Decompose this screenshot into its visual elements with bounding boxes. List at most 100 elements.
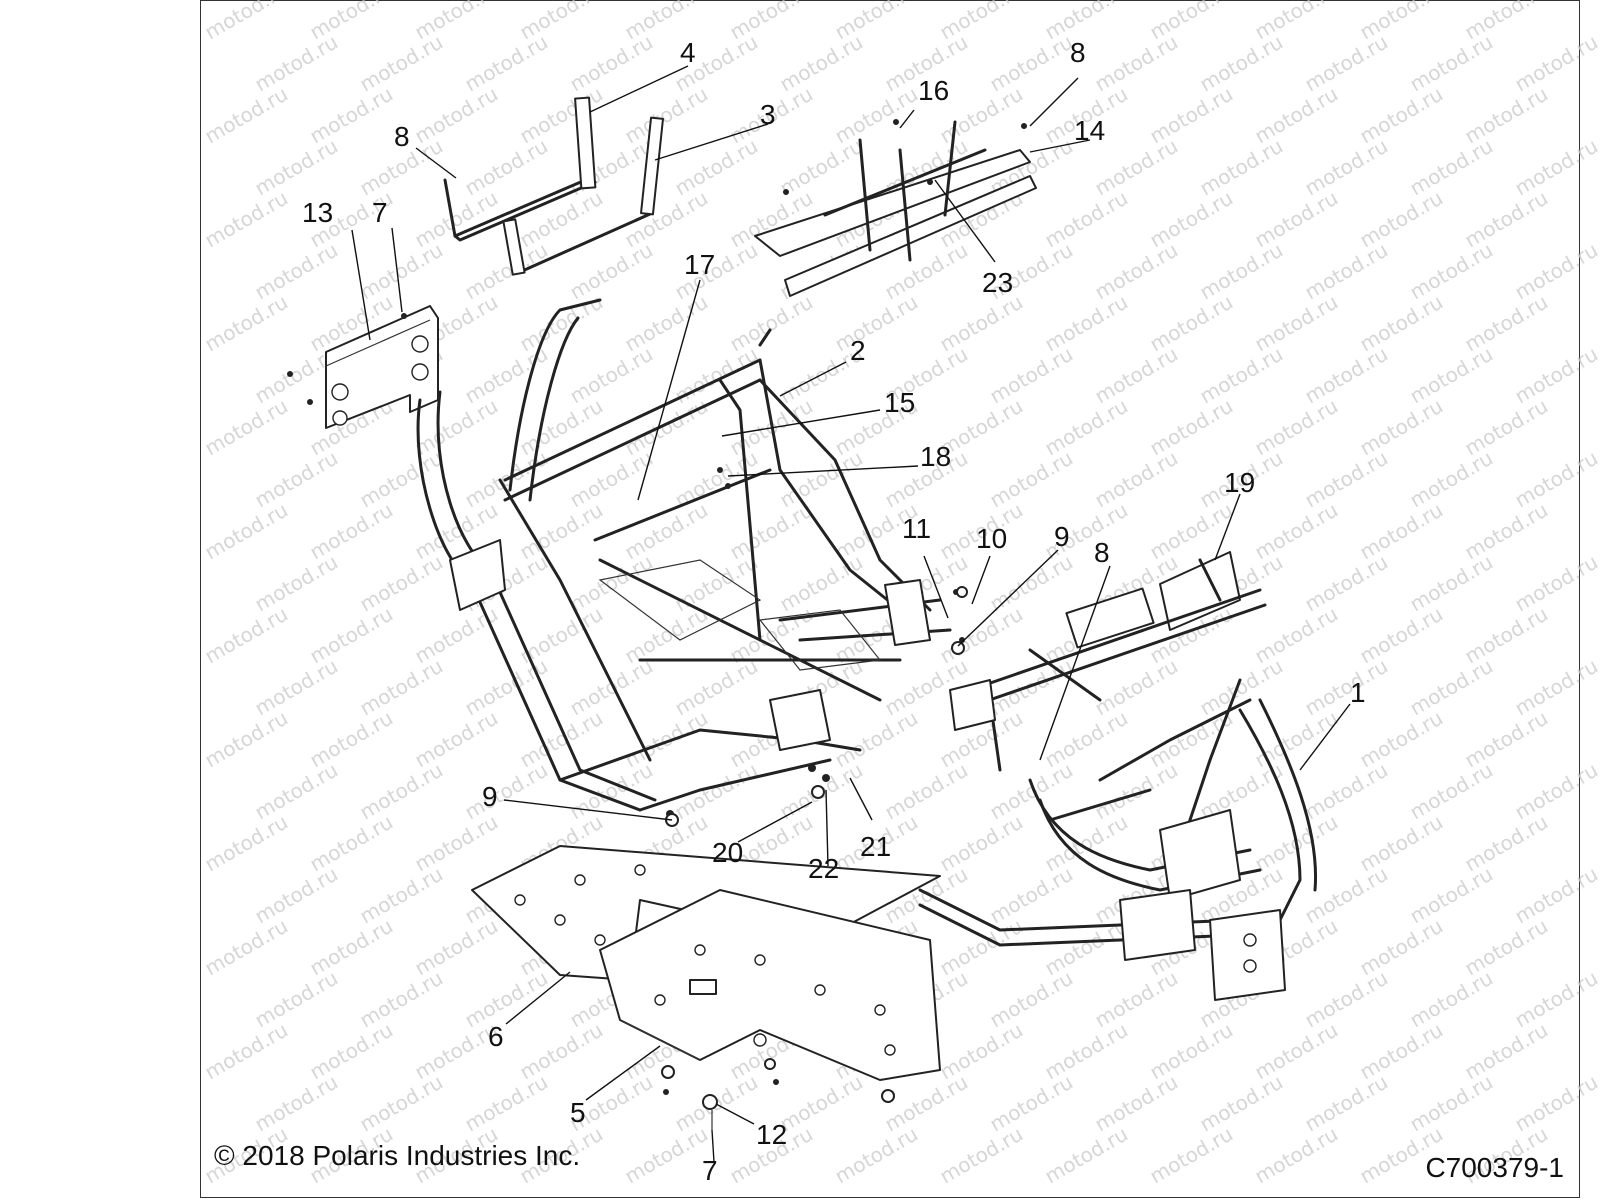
watermark-text: motod.ru: [461, 966, 552, 1033]
watermark-text: motod.ru: [1301, 758, 1392, 825]
watermark-text: motod.ru: [831, 706, 922, 773]
watermark-text: motod.ru: [776, 550, 867, 617]
watermark-text: motod.ru: [1406, 134, 1497, 201]
watermark-text: motod.ru: [1461, 810, 1552, 877]
watermark-text: motod.ru: [251, 862, 342, 929]
watermark-text: motod.ru: [356, 1070, 447, 1137]
watermark-text: motod.ru: [936, 602, 1027, 669]
watermark-text: motod.ru: [356, 862, 447, 929]
callout-8: 8: [394, 121, 410, 152]
watermark-text: motod.ru: [621, 706, 712, 773]
watermark-text: motod.ru: [1091, 654, 1182, 721]
watermark-text: motod.ru: [1146, 82, 1237, 149]
watermark-text: motod.ru: [356, 30, 447, 97]
watermark-text: motod.ru: [201, 706, 292, 773]
watermark-text: motod.ru: [986, 446, 1077, 513]
watermark-text: motod.ru: [936, 1018, 1027, 1085]
watermark-text: motod.ru: [1356, 810, 1447, 877]
watermark-text: motod.ru: [986, 862, 1077, 929]
watermark-text: motod.ru: [1301, 238, 1392, 305]
watermark-text: motod.ru: [1091, 966, 1182, 1033]
watermark-text: motod.ru: [1146, 1122, 1237, 1189]
watermark-text: motod.ru: [986, 342, 1077, 409]
watermark-text: motod.ru: [1356, 186, 1447, 253]
watermark-text: motod.ru: [1461, 1018, 1552, 1085]
hardware-fasteners: [661, 586, 968, 1130]
watermark-text: motod.ru: [1301, 966, 1392, 1033]
watermark-text: motod.ru: [621, 498, 712, 565]
watermark-text: motod.ru: [671, 758, 762, 825]
watermark-text: motod.ru: [831, 290, 922, 357]
callout-11: 11: [902, 513, 931, 544]
watermark-text: motod.ru: [356, 550, 447, 617]
watermark-text: motod.ru: [1461, 914, 1552, 981]
watermark-text: motod.ru: [251, 550, 342, 617]
watermark-text: motod.ru: [461, 238, 552, 305]
callout-14: 14: [1074, 115, 1105, 146]
watermark-text: motod.ru: [461, 758, 552, 825]
watermark-text: motod.ru: [306, 602, 397, 669]
watermark-text: motod.ru: [1146, 706, 1237, 773]
watermark-text: motod.ru: [936, 914, 1027, 981]
watermark-text: motod.ru: [1041, 1018, 1132, 1085]
watermark-text: motod.ru: [1196, 30, 1287, 97]
callout-8: 8: [1070, 37, 1086, 68]
watermark-text: motod.ru: [306, 914, 397, 981]
watermark-text: motod.ru: [776, 1070, 867, 1137]
watermark-text: motod.ru: [1041, 706, 1132, 773]
watermark-text: motod.ru: [566, 342, 657, 409]
watermark-text: motod.ru: [1301, 134, 1392, 201]
watermark-text: motod.ru: [411, 82, 502, 149]
callout-labels: 4 3 8 16 14 8 13 7 17 23 2 15 18 19 11 1…: [302, 37, 1366, 1186]
watermark-text: motod.ru: [1511, 134, 1600, 201]
callout-17: 17: [684, 249, 715, 280]
watermark-text: motod.ru: [1461, 706, 1552, 773]
watermark-text: motod.ru: [306, 82, 397, 149]
watermark-text: motod.ru: [306, 498, 397, 565]
watermark-text: motod.ru: [1461, 498, 1552, 565]
watermark-text: motod.ru: [1406, 758, 1497, 825]
callout-4: 4: [680, 37, 696, 68]
watermark-text: motod.ru: [776, 30, 867, 97]
watermark-text: motod.ru: [621, 1122, 712, 1189]
watermark-text: motod.ru: [936, 810, 1027, 877]
watermark-text: motod.ru: [1091, 446, 1182, 513]
watermark-text: motod.ru: [1301, 30, 1392, 97]
watermark-text: motod.ru: [516, 82, 607, 149]
watermark-text: motod.ru: [251, 30, 342, 97]
drawing-number: C700379-1: [1425, 1152, 1564, 1183]
callout-20: 20: [712, 837, 743, 868]
watermark-text: motod.ru: [1356, 602, 1447, 669]
watermark-text: motod.ru: [881, 1070, 972, 1137]
watermark-text: motod.ru: [1146, 186, 1237, 253]
watermark-text: motod.ru: [986, 30, 1077, 97]
watermark-text: motod.ru: [671, 654, 762, 721]
watermark-text: motod.ru: [411, 706, 502, 773]
callout-18: 18: [920, 441, 951, 472]
watermark-text: motod.ru: [1511, 1070, 1600, 1137]
callout-22: 22: [808, 853, 839, 884]
callout-8: 8: [1094, 537, 1110, 568]
watermark-text: motod.ru: [1406, 654, 1497, 721]
watermark-text: motod.ru: [1406, 862, 1497, 929]
watermark-text: motod.ru: [1301, 446, 1392, 513]
watermark-text: motod.ru: [726, 498, 817, 565]
watermark-text: motod.ru: [1356, 290, 1447, 357]
watermark-text: motod.ru: [201, 498, 292, 565]
watermark-text: motod.ru: [726, 290, 817, 357]
watermark-text: motod.ru: [1041, 1122, 1132, 1189]
watermark-text: motod.ru: [411, 810, 502, 877]
callout-23: 23: [982, 267, 1013, 298]
watermark-text: motod.ru: [356, 238, 447, 305]
watermark-text: motod.ru: [1356, 498, 1447, 565]
watermark-text: motod.ru: [831, 1122, 922, 1189]
callout-15: 15: [884, 387, 915, 418]
watermark-text: motod.ru: [1091, 30, 1182, 97]
watermark-text: motod.ru: [1091, 342, 1182, 409]
watermark-text: motod.ru: [1461, 290, 1552, 357]
watermark-text: motod.ru: [1356, 1018, 1447, 1085]
watermark-text: motod.ru: [1251, 498, 1342, 565]
watermark-text: motod.ru: [1461, 394, 1552, 461]
watermark-text: motod.ru: [936, 1122, 1027, 1189]
callout-6: 6: [488, 1021, 504, 1052]
